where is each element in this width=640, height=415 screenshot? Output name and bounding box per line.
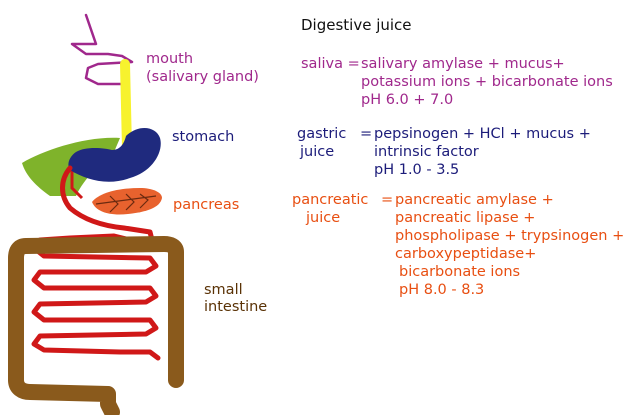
pancreatic-duct [95,193,157,213]
small-intestine [31,165,161,361]
saliva-line-2: potassium ions + bicarbonate ions [361,74,613,90]
gastric-term: gastric [297,126,347,142]
bile-duct [70,168,84,200]
small-label: small [204,282,243,298]
pancreas [92,188,162,215]
diagram-title: Digestive juice [301,16,412,34]
stomach [68,127,161,182]
gastric-juice-term: juice [300,144,335,160]
pancreatic-term: pancreatic [292,192,369,208]
pancreatic-line-3: phospholipase + trypsinogen + [395,228,625,244]
salivary-gland-label: (salivary gland) [146,69,259,85]
intestine-label: intestine [204,299,268,315]
gastric-equals: = [360,126,373,142]
pancreatic-line-5: bicarbonate ions [399,264,521,280]
pancreatic-line-6: pH 8.0 - 8.3 [399,282,485,298]
pancreas-label: pancreas [173,197,240,213]
mouth-label: mouth [146,51,194,67]
gastric-line-1: pepsinogen + HCl + mucus + [374,126,591,142]
saliva-line-3: pH 6.0 + 7.0 [361,92,454,108]
saliva-line-1: salivary amylase + mucus+ [361,56,565,72]
pancreatic-line-4: carboxypeptidase+ [395,246,537,262]
pancreatic-juice-term: juice [306,210,341,226]
pancreatic-equals: = [381,192,394,208]
stomach-label: stomach [172,129,235,145]
gastric-line-2: intrinsic factor [374,144,479,160]
pancreatic-line-1: pancreatic amylase + [395,192,554,208]
gastric-line-3: pH 1.0 - 3.5 [374,162,460,178]
pancreatic-line-2: pancreatic lipase + [395,210,536,226]
large-intestine [8,236,184,415]
saliva-term: saliva = [301,56,360,72]
esophagus [120,59,132,153]
mouth-outline [70,13,134,86]
